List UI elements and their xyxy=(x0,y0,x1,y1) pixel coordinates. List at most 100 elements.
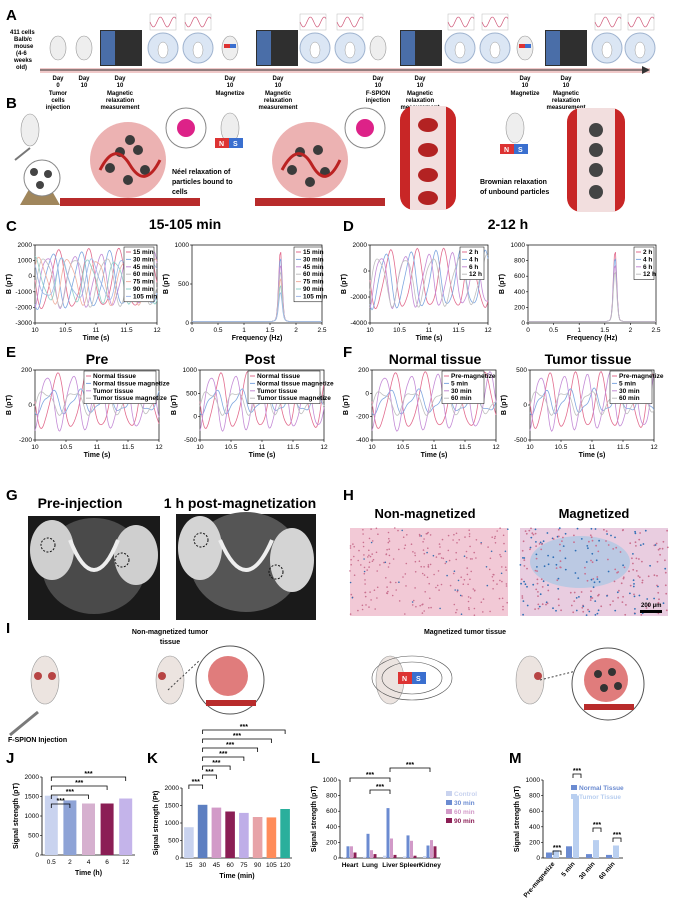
tissue-speck xyxy=(617,596,619,599)
tissue-speck xyxy=(639,544,642,546)
tissue-speck xyxy=(638,538,641,541)
tissue-speck xyxy=(557,587,560,590)
tissue-speck xyxy=(370,599,372,601)
legend-entry: 30 min xyxy=(303,256,324,263)
measurement-device xyxy=(545,30,587,66)
x-tick-label: 6 xyxy=(105,859,109,866)
bar xyxy=(546,852,552,858)
x-axis-label: Time (h) xyxy=(75,870,102,877)
tissue-speck xyxy=(456,609,458,611)
timeline-day: Day xyxy=(52,76,64,82)
tissue-speck xyxy=(507,528,509,530)
legend-entry: 6 h xyxy=(469,264,478,271)
panel-d-title: 2-12 h xyxy=(488,216,528,232)
tissue-speck xyxy=(559,560,562,563)
y-tick-label: 1000 xyxy=(165,820,180,827)
tissue-speck xyxy=(562,536,564,539)
x-tick-label: 2 xyxy=(68,859,72,866)
tissue-speck xyxy=(358,549,360,552)
timeline-event-label: measurement xyxy=(546,105,585,111)
y-axis-label: B (pT) xyxy=(499,274,506,294)
y-tick-label: 2000 xyxy=(18,242,33,249)
tissue-speck xyxy=(421,612,424,614)
tissue-speck xyxy=(375,551,378,554)
panel-i-nonmag-title-2: tissue xyxy=(160,639,180,646)
tissue-speck xyxy=(519,564,522,566)
tissue-speck xyxy=(430,606,432,609)
tissue-speck xyxy=(532,583,535,586)
legend-swatch xyxy=(446,791,452,796)
panel-label-j: J xyxy=(6,750,14,767)
legend-entry: 5 min xyxy=(619,380,636,387)
legend-entry: 15 min xyxy=(133,249,154,256)
tissue-speck xyxy=(570,604,573,607)
legend-entry: 30 min xyxy=(133,256,154,263)
tissue-speck xyxy=(350,593,353,596)
y-axis-label: Signal strength (pT) xyxy=(13,783,20,849)
tissue-speck xyxy=(415,605,417,608)
bar xyxy=(403,856,406,858)
bar xyxy=(100,803,114,855)
measurement-device xyxy=(100,30,142,66)
tissue-speck xyxy=(555,567,558,569)
tissue-speck xyxy=(442,557,445,560)
x-tick-label: 10 xyxy=(31,444,39,451)
tissue-speck xyxy=(370,528,372,530)
mouse-icon xyxy=(192,41,204,59)
x-tick-label: 1 xyxy=(577,327,581,334)
tissue-speck xyxy=(353,555,355,558)
tissue-speck xyxy=(493,573,495,576)
legend-entry: Normal Tissue xyxy=(579,785,624,792)
tissue-speck xyxy=(656,574,658,577)
tissue-speck xyxy=(539,593,542,596)
significance-bracket xyxy=(202,765,231,770)
tissue-speck xyxy=(414,587,416,589)
y-tick-label: 800 xyxy=(326,793,337,800)
tissue-speck xyxy=(499,527,501,529)
x-tick-label: Kidney xyxy=(419,862,441,869)
tissue-speck xyxy=(392,558,395,560)
legend-entry: 45 min xyxy=(303,264,324,271)
tissue-speck xyxy=(480,601,483,603)
tissue-speck xyxy=(560,609,562,612)
tissue-speck xyxy=(524,530,527,532)
tissue-speck xyxy=(537,591,539,593)
tissue-speck xyxy=(590,578,593,581)
tissue-speck xyxy=(658,598,660,601)
tissue-speck xyxy=(559,549,561,552)
legend-swatch xyxy=(571,794,577,799)
mini-signal-plot xyxy=(627,13,655,31)
x-tick-label: 10.5 xyxy=(397,444,410,451)
series-line xyxy=(371,371,497,432)
tissue-speck xyxy=(455,532,458,535)
tissue-speck xyxy=(357,559,360,562)
tissue-speck xyxy=(605,540,607,542)
bar xyxy=(406,835,410,858)
y-tick-label: 1500 xyxy=(165,803,180,810)
tissue-speck xyxy=(647,575,650,578)
tissue-speck xyxy=(526,567,528,570)
tissue-speck xyxy=(619,551,622,553)
tissue-speck xyxy=(453,570,456,572)
tissue-speck xyxy=(386,548,388,551)
tissue-speck xyxy=(609,603,612,606)
x-tick-label: 5 min xyxy=(560,861,576,879)
y-tick-label: 0 xyxy=(193,414,197,421)
tissue-speck xyxy=(372,558,375,561)
tissue-speck xyxy=(659,553,661,556)
y-tick-label: -2000 xyxy=(15,304,32,311)
panel-label-l: L xyxy=(311,750,320,767)
series-line xyxy=(371,371,497,429)
x-tick-label: 10.5 xyxy=(60,444,73,451)
tissue-speck xyxy=(546,532,549,534)
svg-text:N: N xyxy=(504,147,509,154)
tissue-speck xyxy=(635,545,637,547)
tissue-speck xyxy=(536,578,539,581)
bar xyxy=(363,856,366,858)
tissue-speck xyxy=(661,547,664,550)
tissue-speck xyxy=(438,543,441,545)
bar xyxy=(82,803,95,855)
legend-entry: Tumor tissue magnetize xyxy=(93,395,167,402)
y-tick-label: 1000 xyxy=(526,777,541,784)
tissue-speck xyxy=(505,583,508,585)
